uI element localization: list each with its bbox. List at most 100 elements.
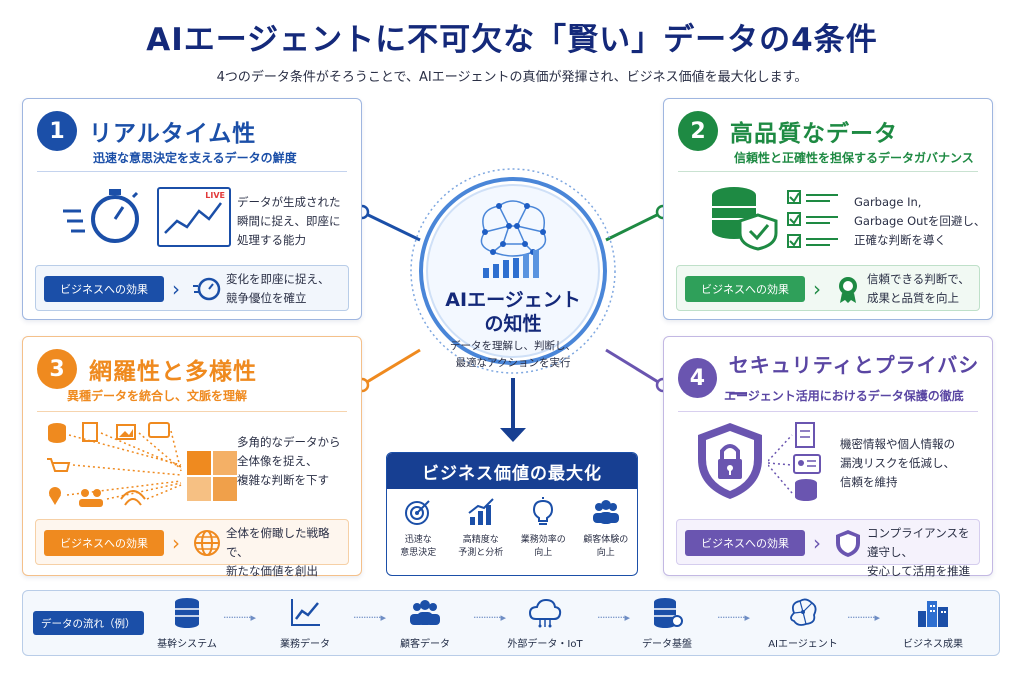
card-number: 1 [37,111,77,151]
card-security: 4 セキュリティとプライバシー エージェント活用におけるデータ保護の徹底 機密情… [663,336,993,578]
card-divider [678,411,978,412]
flow-item-ai-agent: AIエージェント [753,597,853,650]
flow-item-external-data-iot: 外部データ・IoT [495,597,595,650]
business-item: 顧客体験の 向上 [576,497,636,560]
target-icon [405,500,430,525]
city-buildings-icon [918,601,948,627]
live-badge: LIVE [205,191,225,200]
card-description: Garbage In, Garbage Outを回避し、 正確な判断を導く [854,195,986,247]
effect-label: ビジネスへの効果 [44,276,164,302]
card-title: リアルタイム性 [89,121,257,147]
card-number: 2 [678,111,718,151]
chevron-right-icon: › [813,277,821,301]
stopwatch-icon [63,189,139,243]
card-subtitle: 信頼性と正確性を担保するデータガバナンス [734,151,974,165]
business-item: 業務効率の 向上 [513,497,573,560]
cloud-network-icon [528,598,562,628]
flow-item-label: 顧客データ [400,639,450,650]
speed-clock-icon [193,277,221,301]
database-gear-icon [654,598,683,628]
center-title: AIエージェント の知性 [445,289,581,335]
lightbulb-icon [533,497,554,525]
effect-label: ビジネスへの効果 [685,530,805,556]
business-value-box: ビジネス価値の最大化 迅速な 意思決定 高精度な 予測と分析 [386,452,638,576]
flow-item-core-system: 基幹システム [137,597,237,650]
business-item: 迅速な 意思決定 [388,497,448,560]
database-shield-icon [712,187,778,251]
effect-box: ビジネスへの効果 › 変化を即座に捉え、 競争優位を確立 [35,265,349,311]
card-subtitle: 異種データを統合し、文脈を理解 [67,389,248,403]
card-divider [37,411,347,412]
flow-item-customer-data: 顧客データ [375,597,475,650]
flow-arrow: ···········▸ [353,611,386,624]
card-description: 多角的なデータから 全体像を捉え、 複雑な判断を下す [237,435,341,487]
chevron-right-icon: › [813,531,821,555]
users-icon [592,500,619,524]
flow-arrow: ···········▸ [847,611,880,624]
brain-network-icon [480,200,547,278]
effect-text: 信頼できる判断で、 成果と品質を向上 [867,272,970,305]
card-divider [37,171,347,172]
card-divider [678,171,978,172]
flow-item-data-platform: データ基盤 [617,597,717,650]
chevron-right-icon: › [172,277,180,301]
card-number: 3 [37,349,77,389]
flow-item-label: 基幹システム [157,639,217,650]
effect-text: 変化を即座に捉え、 競争優位を確立 [226,272,330,305]
flow-item-business-data: 業務データ [255,597,355,650]
brain-icon [790,598,817,626]
page-subtitle: 4つのデータ条件がそろうことで、AIエージェントの真価が発揮され、ビジネス価値を… [216,70,808,85]
card-title: 網羅性と多様性 [89,359,257,385]
card-quality: 2 高品質なデータ 信頼性と正確性を担保するデータガバナンス Garbage I… [663,98,993,320]
flow-arrow: ···········▸ [717,611,750,624]
globe-icon [194,530,220,556]
card-number: 4 [678,358,717,398]
business-value-title: ビジネス価値の最大化 [387,453,637,489]
database-icon [175,598,199,628]
flow-item-label: AIエージェント [768,639,838,650]
effect-box: ビジネスへの効果 › コンプライアンスを遵守し、 安心して活用を推進 [676,519,980,578]
page-title: AIエージェントに不可欠な「賢い」データの4条件 [146,22,878,58]
users-icon [410,600,440,625]
data-flow-label: データの流れ（例） [33,611,144,635]
center-description: データを理解し、判断し、 最適なアクションを実行 [450,340,576,369]
flow-item-business-results: ビジネス成果 [883,597,983,650]
flow-arrow: ···········▸ [473,611,506,624]
effect-box: ビジネスへの効果 › 全体を俯瞰した戦略で、 新たな価値を創出 [35,519,349,578]
flow-item-label: 業務データ [280,639,330,650]
effect-label: ビジネスへの効果 [44,530,164,556]
effect-label: ビジネスへの効果 [685,276,805,302]
bar-chart-icon [468,498,494,525]
effect-text: 全体を俯瞰した戦略で、 新たな価値を創出 [226,526,330,578]
data-sources-puzzle-icon [47,422,237,507]
card-subtitle: 迅速な意思決定を支えるデータの鮮度 [93,151,297,165]
flow-arrow: ···········▸ [597,611,630,624]
business-item: 高精度な 予測と分析 [451,497,511,560]
flow-item-label: データ基盤 [642,639,692,650]
shield-lock-icon [698,423,762,499]
effect-box: ビジネスへの効果 › 信頼できる判断で、 成果と品質を向上 [676,265,980,311]
card-title: セキュリティとプライバシー [728,353,980,406]
chevron-right-icon: › [172,531,180,555]
live-chart-icon: LIVE [157,187,231,247]
effect-text: コンプライアンスを遵守し、 安心して活用を推進 [867,526,971,578]
flow-item-label: 外部データ・IoT [507,639,583,650]
data-flow-bar: データの流れ（例） 基幹システム ···········▸ 業務データ ····… [22,590,1000,656]
card-title: 高品質なデータ [730,121,898,147]
line-chart-icon [291,599,320,626]
flow-item-label: ビジネス成果 [903,639,963,650]
card-coverage: 3 網羅性と多様性 異種データを統合し、文脈を理解 [22,336,362,578]
business-item-label: 迅速な 意思決定 [400,535,437,558]
card-description: 機密情報や個人情報の 漏洩リスクを低減し、 信頼を維持 [840,437,955,489]
business-item-label: 業務効率の 向上 [520,535,566,558]
card-description: データが生成された 瞬間に捉え、即座に 処理する能力 [237,195,341,247]
business-item-label: 高精度な 予測と分析 [458,535,504,558]
award-badge-icon [839,277,857,303]
private-data-icons [768,422,821,501]
shield-icon [836,530,860,557]
flow-arrow: ···········▸ [223,611,256,624]
card-realtime: 1 リアルタイム性 迅速な意思決定を支えるデータの鮮度 LIVE データが生成さ… [22,98,362,320]
checklist-icon [787,190,838,248]
business-item-label: 顧客体験の 向上 [583,535,629,558]
card-subtitle: エージェント活用におけるデータ保護の徹底 [724,389,964,403]
